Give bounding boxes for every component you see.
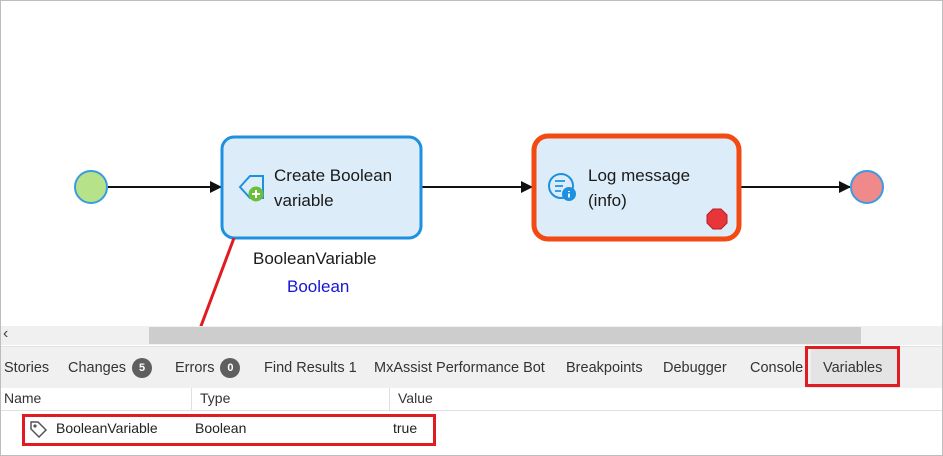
variable-value-cell: true xyxy=(393,420,418,436)
create-boolean-variable-activity[interactable] xyxy=(220,135,423,240)
variables-table-header: Name Type Value xyxy=(1,388,942,411)
tab-debugger[interactable]: Debugger xyxy=(663,347,727,389)
breakpoint-stop-icon[interactable] xyxy=(706,208,728,230)
end-event[interactable] xyxy=(850,170,884,204)
tab-label: Variables xyxy=(823,360,883,376)
tab-stories[interactable]: Stories xyxy=(4,347,49,389)
horizontal-scrollbar[interactable]: ‹ xyxy=(1,325,942,345)
column-header-value[interactable]: Value xyxy=(398,390,433,406)
tab-breakpoints[interactable]: Breakpoints xyxy=(566,347,643,389)
scrollbar-thumb[interactable] xyxy=(149,327,861,344)
activity-label-line1: Log message xyxy=(588,166,691,185)
tab-label: MxAssist Performance Bot xyxy=(374,360,545,376)
tab-label: Console xyxy=(750,360,804,376)
create-boolean-activity-label: Create Boolean variable xyxy=(274,163,392,213)
activity-label-line1: Create Boolean xyxy=(274,166,393,185)
activity-label-line2: variable xyxy=(274,191,334,210)
tab-label: Find Results 1 xyxy=(264,360,357,376)
table-row[interactable]: BooleanVariable Boolean true xyxy=(1,411,942,447)
tab-errors[interactable]: Errors 0 xyxy=(175,347,241,389)
variable-type-cell: Boolean xyxy=(195,420,247,436)
chevron-left-icon[interactable]: ‹ xyxy=(3,325,9,342)
errors-count-badge: 0 xyxy=(220,358,241,378)
microflow-diagram xyxy=(74,133,884,326)
tab-label: Errors xyxy=(175,360,215,376)
create-variable-icon xyxy=(238,175,264,202)
tag-icon xyxy=(30,421,48,438)
tab-label: Breakpoints xyxy=(566,360,643,376)
activity-label-line2: (info) xyxy=(588,191,627,210)
tab-label: Stories xyxy=(4,360,50,376)
column-separator[interactable] xyxy=(191,388,192,410)
column-header-type[interactable]: Type xyxy=(200,390,231,406)
changes-count-badge: 5 xyxy=(132,358,153,378)
tab-label: Debugger xyxy=(663,360,727,376)
output-variable-name: BooleanVariable xyxy=(253,249,377,268)
log-message-icon xyxy=(548,173,576,201)
column-separator[interactable] xyxy=(389,388,390,410)
tab-find-results[interactable]: Find Results 1 xyxy=(264,347,357,389)
log-message-activity[interactable] xyxy=(531,133,742,242)
tab-console[interactable]: Console xyxy=(750,347,803,389)
tab-label: Changes xyxy=(68,360,127,376)
tab-variables[interactable]: Variables xyxy=(811,347,899,389)
callout-line xyxy=(199,237,236,326)
tab-mxassist[interactable]: MxAssist Performance Bot xyxy=(374,347,545,389)
microflow-canvas[interactable]: Create Boolean variable Log message (inf… xyxy=(1,1,942,326)
column-header-name[interactable]: Name xyxy=(4,390,42,406)
log-message-activity-label: Log message (info) xyxy=(588,163,690,213)
variable-row-highlight xyxy=(22,414,436,446)
tab-changes[interactable]: Changes 5 xyxy=(68,347,153,389)
variables-tab-highlight xyxy=(805,346,900,387)
variable-name-cell: BooleanVariable xyxy=(56,420,158,436)
start-event[interactable] xyxy=(74,170,108,204)
output-variable-type: Boolean xyxy=(287,277,350,296)
